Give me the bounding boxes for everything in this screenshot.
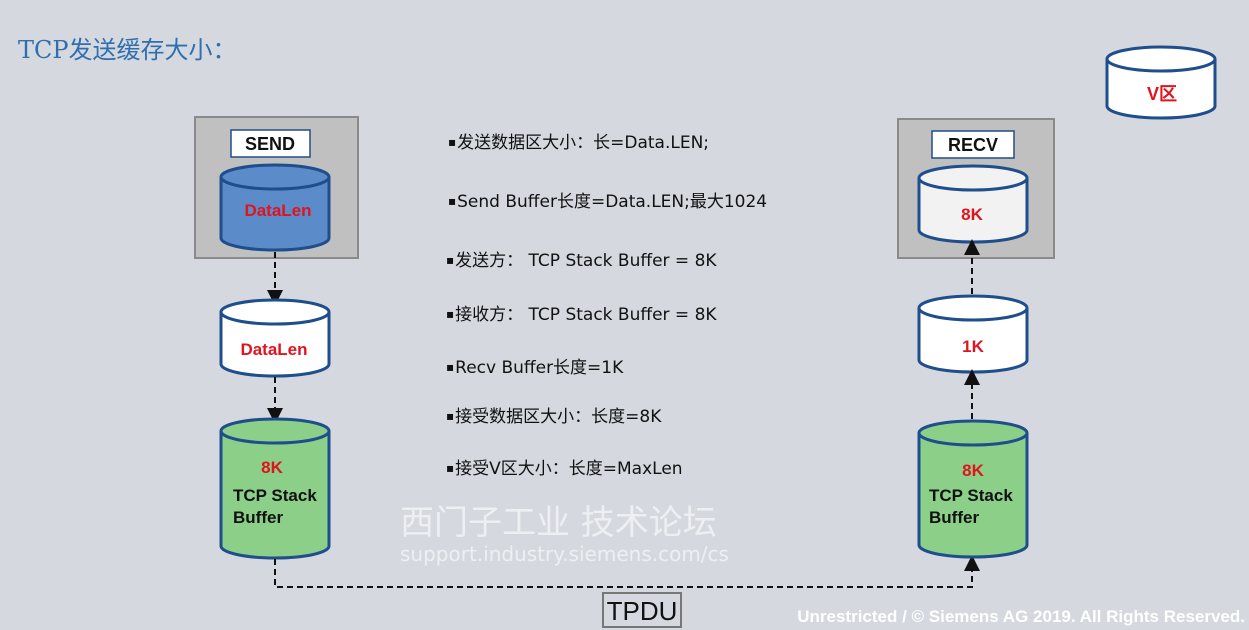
svg-text:8K: 8K xyxy=(962,461,984,480)
v-zone-cylinder: V区 xyxy=(1105,45,1217,120)
svg-text:1K: 1K xyxy=(962,337,984,356)
send-buffer-cylinder: DataLen xyxy=(219,298,331,378)
svg-text:DataLen: DataLen xyxy=(240,340,307,359)
recv-data-cylinder: 8K xyxy=(917,164,1029,244)
tpdu-label: TPDU xyxy=(602,592,682,628)
svg-text:8K: 8K xyxy=(261,458,283,477)
recv-buffer-cylinder: 1K xyxy=(917,294,1029,374)
bullet-item: 接收方： TCP Stack Buffer = 8K xyxy=(446,300,716,325)
bullet-item: Send Buffer长度=Data.LEN;最大1024 xyxy=(448,187,767,212)
svg-text:Buffer: Buffer xyxy=(929,508,979,527)
footer-copyright: Unrestricted / © Siemens AG 2019. All Ri… xyxy=(797,607,1245,626)
bullet-item: 接受数据区大小：长度=8K xyxy=(446,402,661,427)
svg-text:TCP Stack: TCP Stack xyxy=(233,486,317,505)
send-datalen-cylinder: DataLen xyxy=(219,163,331,252)
recv-tcp-stack-cylinder: 8K TCP Stack Buffer xyxy=(917,419,1029,559)
svg-text:8K: 8K xyxy=(961,205,983,224)
svg-text:V区: V区 xyxy=(1147,84,1177,104)
bullet-item: 发送数据区大小：长=Data.LEN; xyxy=(448,128,709,153)
tpdu-connection-arrow xyxy=(274,555,980,588)
send-tcp-stack-cylinder: 8K TCP Stack Buffer xyxy=(219,417,331,560)
slide-title: TCP发送缓存大小： xyxy=(18,36,237,64)
svg-text:TCP Stack: TCP Stack xyxy=(929,486,1013,505)
svg-text:DataLen: DataLen xyxy=(244,201,311,220)
bullet-item: Recv Buffer长度=1K xyxy=(446,353,623,378)
recv-label: RECV xyxy=(948,135,998,155)
watermark-url: support.industry.siemens.com/cs xyxy=(400,542,729,566)
recv-label-box xyxy=(931,130,1015,159)
bullet-item: 接受V区大小：长度=MaxLen xyxy=(446,454,682,479)
watermark-cn: 西门子工业 技术论坛 xyxy=(400,503,717,543)
bullet-item: 发送方： TCP Stack Buffer = 8K xyxy=(446,246,716,271)
send-label-box xyxy=(230,129,311,158)
svg-text:Buffer: Buffer xyxy=(233,508,283,527)
send-label: SEND xyxy=(245,134,295,154)
